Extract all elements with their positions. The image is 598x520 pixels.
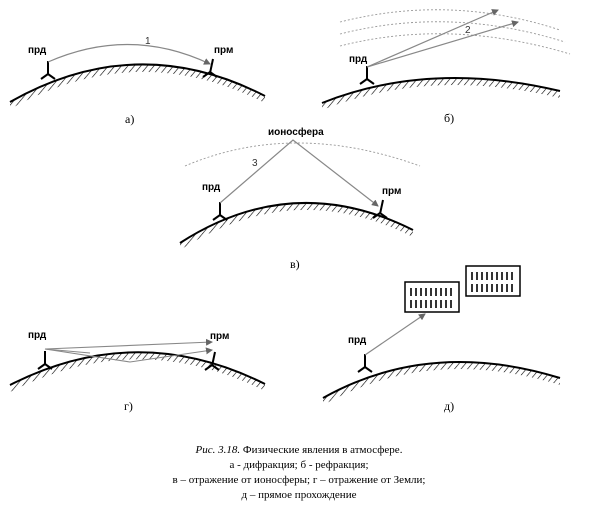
panel-a: прд прм 1 а) <box>9 36 266 126</box>
caption-title: Физические явления в атмосфере. <box>242 444 403 456</box>
figure-reference: Рис. 3.18. <box>195 444 241 456</box>
earth-surface <box>321 77 561 110</box>
panel-letter: д) <box>444 399 454 413</box>
straight-ray <box>366 9 499 68</box>
direct-ray <box>44 338 213 350</box>
earth-surface <box>322 361 561 405</box>
transmitter-antenna <box>359 65 375 85</box>
panel-letter: в) <box>290 257 300 271</box>
receiver-label: прм <box>382 186 401 197</box>
figure-caption: Рис. 3.18. Физические явления в атмосфер… <box>0 443 598 503</box>
transmitter-label: прд <box>28 330 47 341</box>
caption-line: а - дифракция; б - рефракция; <box>229 459 369 471</box>
ionosphere-layer <box>184 142 421 167</box>
transmitter-antenna <box>40 60 56 80</box>
ground-reflected-ray <box>44 347 213 363</box>
receiver-label: прм <box>210 331 229 342</box>
panel-d: прд д) <box>322 265 561 413</box>
panel-letter: а) <box>125 112 134 126</box>
panel-letter: г) <box>124 399 133 413</box>
panel-letter: б) <box>444 111 454 125</box>
transmitter-antenna <box>37 350 53 370</box>
earth-surface <box>179 201 414 250</box>
earth-surface <box>9 63 266 109</box>
caption-title-line: Рис. 3.18. Физические явления в атмосфер… <box>0 443 598 458</box>
diffraction-wave-path <box>47 43 211 65</box>
caption-line: в – отражение от ионосферы; г – отражени… <box>172 474 426 486</box>
transmitter-label: прд <box>349 54 368 65</box>
transmitter-antenna <box>357 353 373 373</box>
path-number: 1 <box>145 36 151 47</box>
satellite-panel-upper <box>465 265 521 297</box>
receiver-label: прм <box>214 45 233 56</box>
ionosphere-label: ионосфера <box>268 126 324 138</box>
ground-reflected-ray-2 <box>44 348 91 354</box>
refracted-ray <box>366 20 519 68</box>
ionosphere-reflected-ray <box>219 139 379 207</box>
satellite-panel-lower <box>404 281 460 313</box>
transmitter-label: прд <box>202 182 221 193</box>
panel-v: ионосфера прд прм 3 в) <box>179 126 421 271</box>
transmitter-label: прд <box>28 45 47 56</box>
earth-surface <box>9 351 266 392</box>
path-number: 3 <box>252 158 258 169</box>
caption-line: д – прямое прохождение <box>241 489 357 501</box>
panel-g: прд прм г) <box>9 330 266 413</box>
path-number: 2 <box>465 25 471 36</box>
atmosphere-layers <box>339 9 571 55</box>
panel-b: прд 2 б) <box>321 9 571 125</box>
transmitter-label: прд <box>348 335 367 346</box>
transmitter-antenna <box>212 201 228 221</box>
direct-ray <box>364 313 426 356</box>
